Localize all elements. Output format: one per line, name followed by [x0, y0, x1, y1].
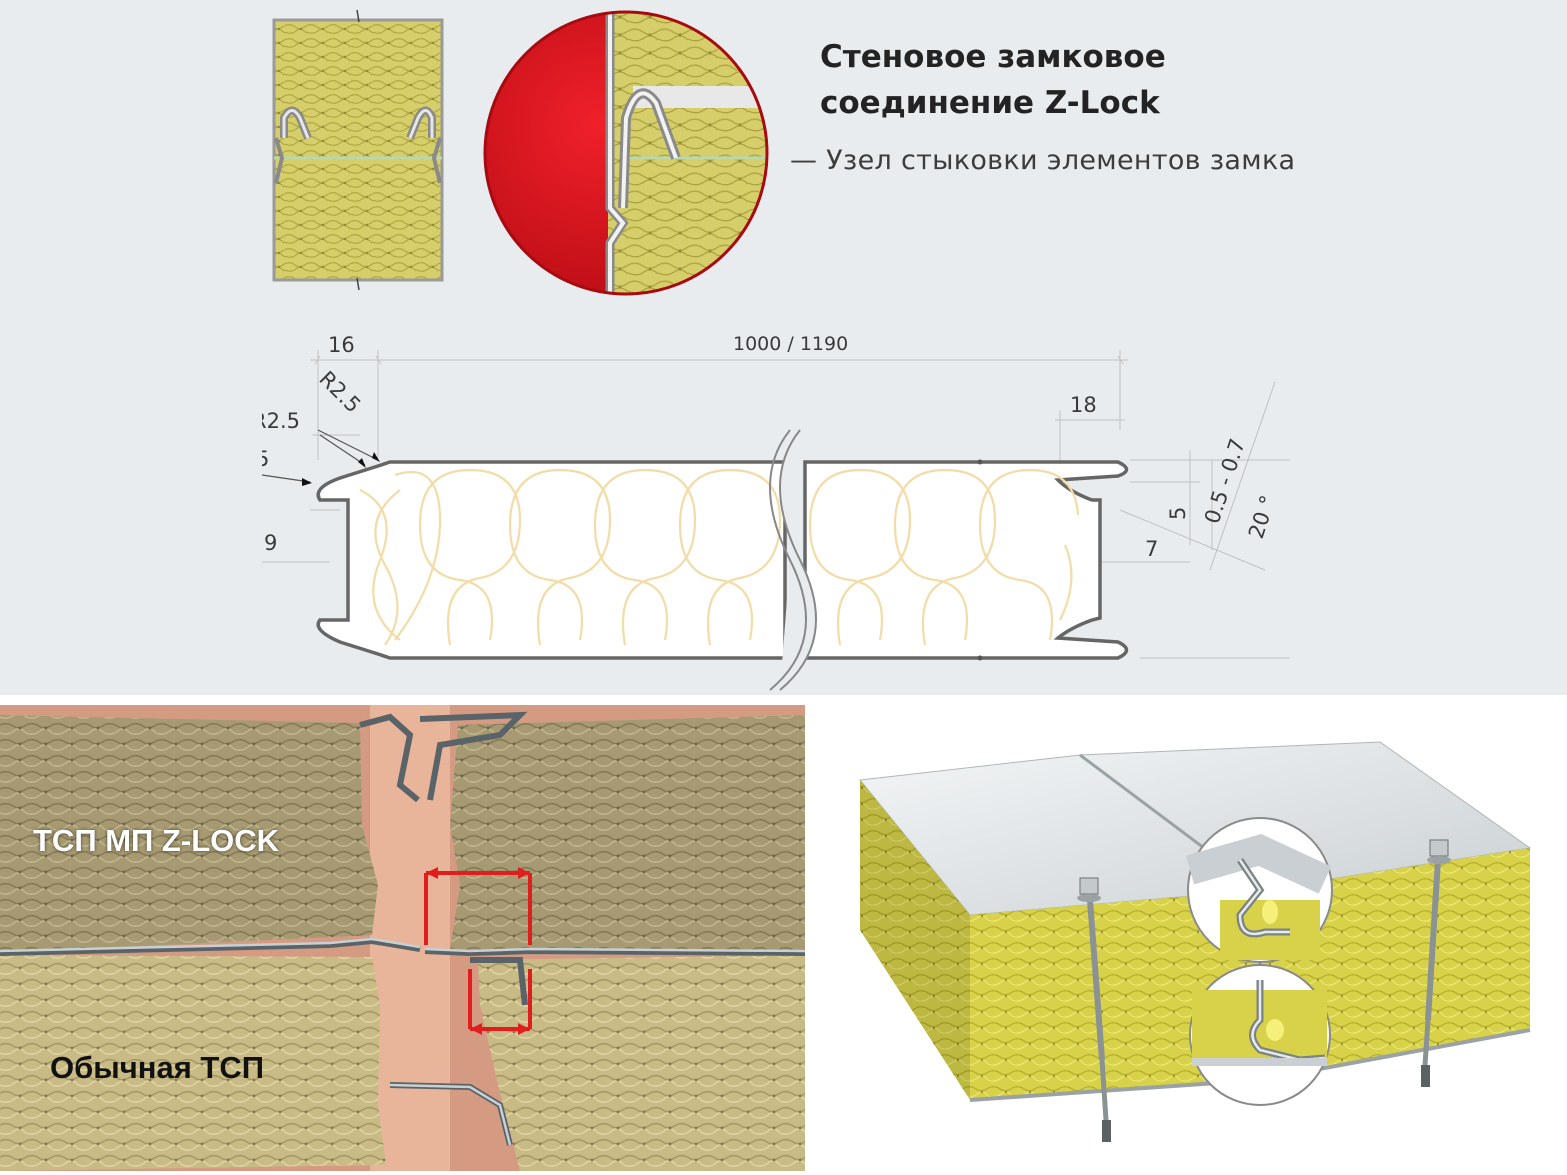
dim-label-5-left: 5	[256, 447, 269, 471]
title-line-2: соединение Z-Lock	[820, 85, 1160, 121]
dim-label-05-07: 0.5 - 0.7	[1200, 436, 1250, 527]
panel-outline	[316, 460, 1129, 660]
insulation-waves	[359, 468, 1080, 646]
screw-right	[1421, 839, 1451, 1087]
title-line-1: Стеновое замковое	[820, 39, 1166, 75]
drawing-panel: Стеновое замковое соединение Z-Lock — Уз…	[0, 0, 1567, 695]
photo-label-normal: Обычная ТСП	[50, 1050, 265, 1085]
dim-label-r25: R2.5	[314, 367, 365, 418]
panel-profile-drawing: 16 1000 / 1190 R2.5 R2.5 5 9 18 5 7 0.5 …	[252, 333, 1290, 691]
dim-label-r25-left: R2.5	[252, 409, 300, 433]
extension-lines	[262, 350, 1290, 659]
render-illustration	[859, 741, 1532, 1142]
dim-label-5-right: 5	[1166, 507, 1190, 520]
photo-label-zlock: ТСП МП Z-LOCK	[33, 823, 280, 858]
detail-circle-bottom	[1189, 964, 1331, 1106]
photo-illustration	[0, 705, 805, 1171]
dim-label-width: 1000 / 1190	[733, 333, 848, 355]
joint-section-illustration	[272, 9, 444, 291]
diagram-subtitle: — Узел стыковки элементов замка	[790, 145, 1296, 176]
dim-label-9: 9	[264, 531, 277, 555]
dim-label-7: 7	[1145, 537, 1158, 561]
magnifier-detail-illustration	[483, 10, 769, 296]
dim-label-16: 16	[328, 333, 355, 357]
diagram-title: Стеновое замковое соединение Z-Lock	[820, 34, 1420, 126]
panel-joint-photo: ТСП МП Z-LOCK Обычная ТСП	[0, 705, 805, 1171]
dim-label-angle: 20 °	[1244, 492, 1280, 541]
panel-3d-render	[820, 700, 1567, 1171]
red-dimension-markers	[424, 871, 532, 1031]
dim-label-18: 18	[1070, 393, 1097, 417]
detail-circle-top	[1185, 817, 1333, 963]
screw-left	[1077, 877, 1111, 1142]
